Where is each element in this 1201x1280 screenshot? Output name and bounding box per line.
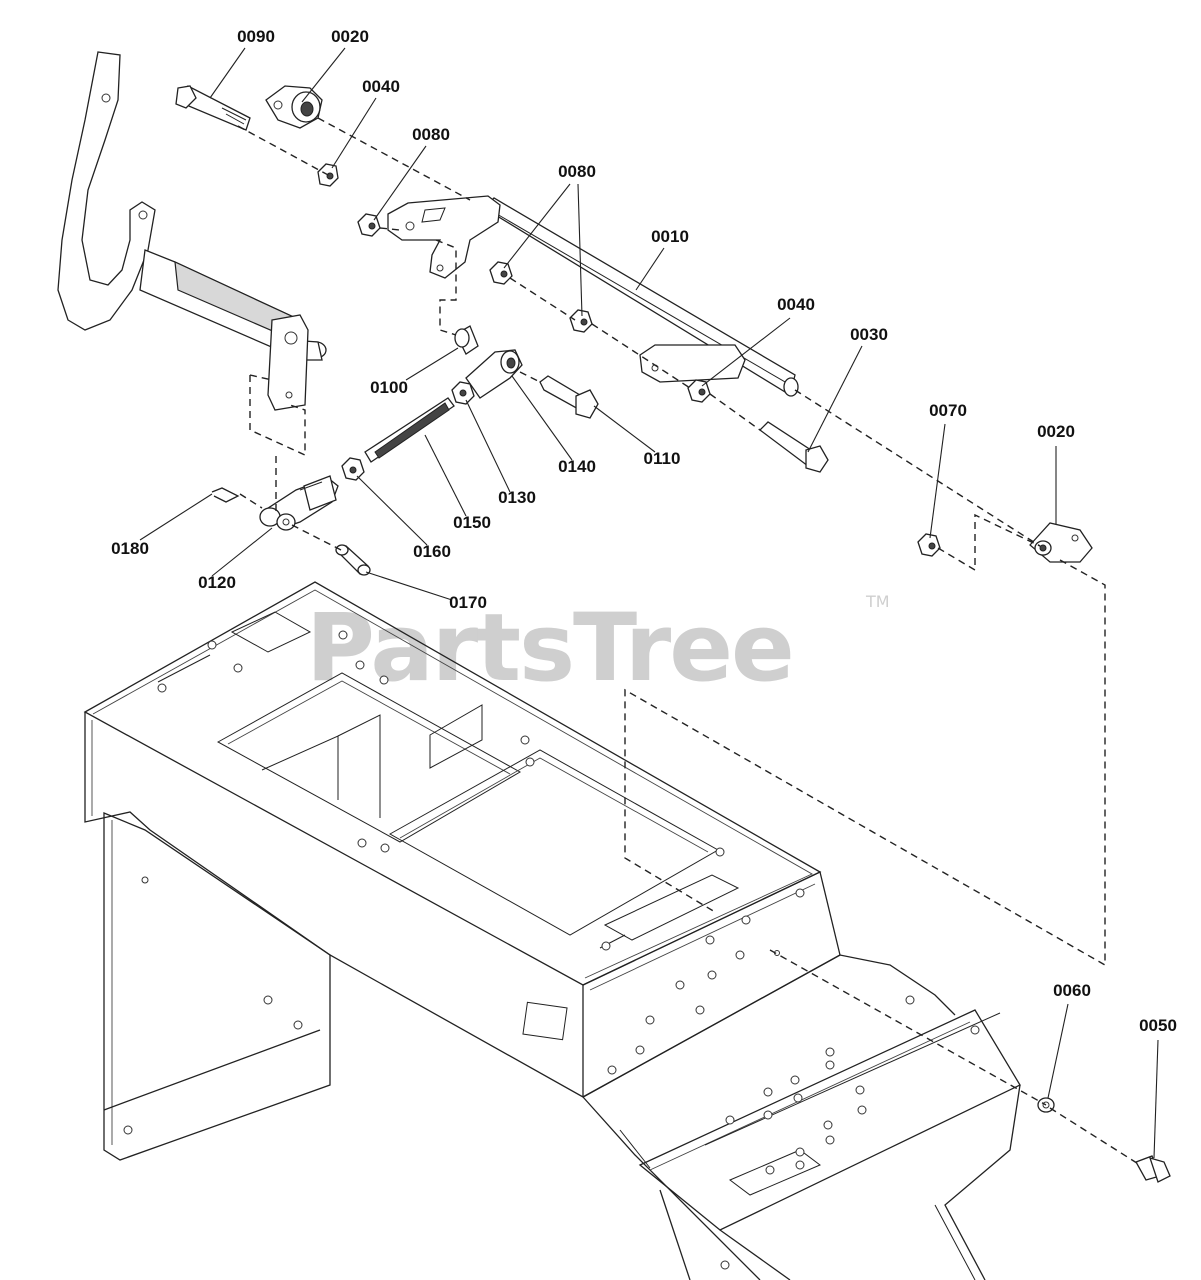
frame-chassis: [83, 581, 841, 1161]
part-callout-0030[interactable]: 0030: [850, 325, 888, 344]
nut-0040-lower: [687, 379, 711, 403]
bolt-0090: [175, 85, 251, 131]
bolt-0110: [539, 375, 599, 419]
part-callout-0160[interactable]: 0160: [413, 542, 451, 561]
hair-pin-0180: [211, 487, 240, 503]
part-callout-0010[interactable]: 0010: [651, 227, 689, 246]
part-callout-0170[interactable]: 0170: [449, 593, 487, 612]
nut-0080-center: [489, 261, 513, 285]
part-callout-0060[interactable]: 0060: [1053, 981, 1091, 1000]
nut-0070: [917, 533, 941, 557]
foot-platform: [582, 954, 1021, 1280]
nut-0080-right: [569, 309, 593, 333]
part-callout-0130[interactable]: 0130: [498, 488, 536, 507]
nut-0080-left: [357, 213, 381, 237]
part-callout-0180[interactable]: 0180: [111, 539, 149, 558]
threaded-rod-0150: [364, 397, 455, 463]
part-callouts: 0090 0020 0040 0080 0080 0010 0040 0030 0100 0110…: [111, 27, 1177, 1035]
cross-shaft-assembly: [387, 195, 799, 397]
part-callout-0040[interactable]: 0040: [777, 295, 815, 314]
bolt-0050: [1135, 1155, 1171, 1183]
clevis-0120: [259, 475, 339, 531]
part-callout-0040[interactable]: 0040: [362, 77, 400, 96]
assembly-lines: [237, 117, 1141, 1166]
flange-bearing-0020-lower: [1029, 522, 1093, 563]
flange-bearing-0020-upper: [265, 85, 323, 129]
part-callout-0100[interactable]: 0100: [370, 378, 408, 397]
part-callout-0110[interactable]: 0110: [644, 449, 681, 468]
part-callout-0120[interactable]: 0120: [198, 573, 236, 592]
bolt-0030: [759, 421, 829, 473]
part-callout-0080[interactable]: 0080: [558, 162, 596, 181]
part-callout-0090[interactable]: 0090: [237, 27, 275, 46]
nut-0160: [341, 457, 365, 481]
watermark-text: PartsTree: [306, 594, 793, 703]
part-callout-0020[interactable]: 0020: [1037, 422, 1075, 441]
watermark-trademark: TM: [865, 592, 890, 611]
part-callout-0050[interactable]: 0050: [1139, 1016, 1177, 1035]
rod-end-0140: [465, 349, 523, 399]
spacer-0100: [454, 325, 479, 355]
part-callout-0150[interactable]: 0150: [453, 513, 491, 532]
nut-0130: [451, 381, 475, 405]
part-callout-0080[interactable]: 0080: [412, 125, 450, 144]
part-callout-0070[interactable]: 0070: [929, 401, 967, 420]
leader-lines: [139, 47, 1159, 1159]
pedal-arm: [57, 51, 327, 411]
part-callout-0140[interactable]: 0140: [558, 457, 596, 476]
part-callout-0020[interactable]: 0020: [331, 27, 369, 46]
